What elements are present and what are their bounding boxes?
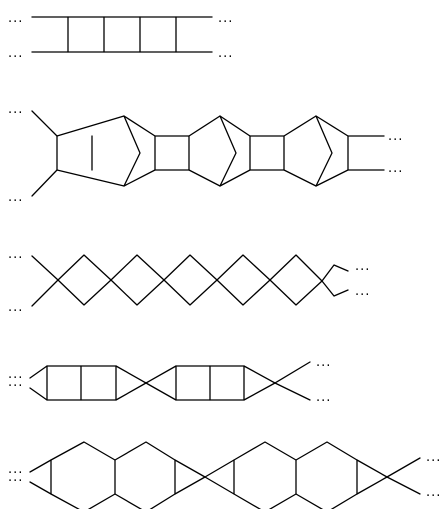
ellipsis: ... <box>388 161 403 176</box>
square-pentagon-chain: ... ... ... ... <box>8 102 403 205</box>
ellipsis: ... <box>8 367 23 382</box>
edge <box>31 169 58 197</box>
ellipsis: ... <box>8 46 23 61</box>
hexagon-triangle-bowtie-chain: ... ... ... ... <box>8 441 441 509</box>
ellipsis: ... <box>8 247 23 262</box>
edge <box>31 279 349 307</box>
ellipsis: ... <box>8 375 23 390</box>
edge <box>219 115 237 187</box>
ellipsis: ... <box>355 284 370 299</box>
edge <box>29 361 311 384</box>
ellipsis: ... <box>8 190 23 205</box>
edge <box>31 254 349 282</box>
edge <box>29 382 311 401</box>
ellipsis: ... <box>355 259 370 274</box>
edge <box>123 115 141 187</box>
ellipsis: ... <box>426 485 441 500</box>
ellipsis: ... <box>8 11 23 26</box>
edge <box>29 441 421 478</box>
ellipsis: ... <box>316 355 331 370</box>
edge <box>31 110 58 137</box>
ladder-strip: ... ... ... ... <box>8 11 233 61</box>
ellipsis: ... <box>8 462 23 477</box>
zigzag-diamond-chain: ... ... ... ... <box>8 247 370 315</box>
ellipsis: ... <box>8 102 23 117</box>
ellipsis: ... <box>8 300 23 315</box>
ellipsis: ... <box>388 129 403 144</box>
square-triangle-bowtie-chain: ... ... ... ... <box>8 355 331 405</box>
ellipsis: ... <box>426 450 441 465</box>
ellipsis: ... <box>8 470 23 485</box>
edge <box>56 169 385 187</box>
ellipsis: ... <box>218 11 233 26</box>
edge <box>29 476 421 509</box>
ellipsis: ... <box>218 46 233 61</box>
ellipsis: ... <box>316 390 331 405</box>
edge <box>315 115 333 187</box>
edge <box>56 115 385 137</box>
